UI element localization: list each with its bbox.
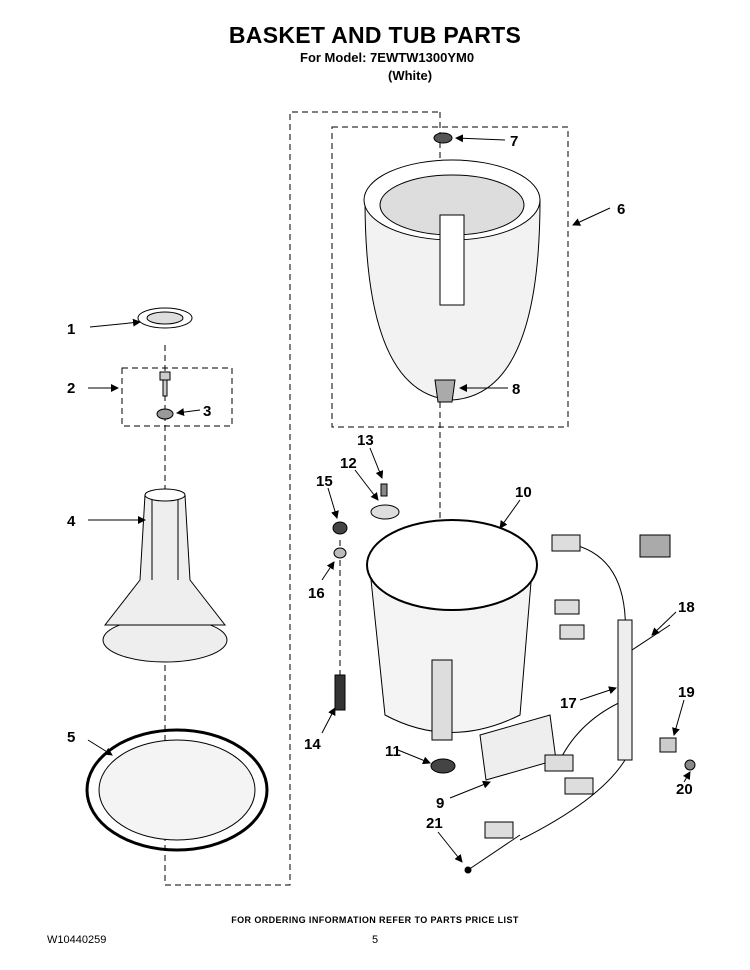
part-15-grommet <box>332 521 348 535</box>
callout-18: 18 <box>678 599 695 616</box>
part-11-seal <box>430 758 456 774</box>
part-12-bracket <box>370 504 400 520</box>
callout-21: 21 <box>426 815 443 832</box>
callout-6: 6 <box>617 201 625 218</box>
part-7-seal <box>433 132 453 144</box>
part-5-balance-ring <box>85 728 269 852</box>
model-number: For Model: 7EWTW1300YM0 <box>300 50 475 65</box>
part-13-screw <box>380 483 388 497</box>
page-number: 5 <box>372 934 379 946</box>
ordering-note: FOR ORDERING INFORMATION REFER TO PARTS … <box>231 915 519 925</box>
document-number: W10440259 <box>47 934 107 946</box>
callout-4: 4 <box>67 513 76 530</box>
callout-1: 1 <box>67 321 75 338</box>
hardware-group-box <box>121 367 233 427</box>
part-16-nozzle <box>333 547 347 559</box>
callout-14: 14 <box>304 736 321 753</box>
callout-2: 2 <box>67 380 75 397</box>
callout-11: 11 <box>385 743 401 760</box>
part-20-screw <box>684 759 696 771</box>
part-8-hub <box>434 379 456 403</box>
callout-15: 15 <box>316 473 333 490</box>
part-3-nut <box>156 408 174 420</box>
part-18-tube <box>631 624 671 651</box>
callout-16: 16 <box>308 585 325 602</box>
part-17-wire-harness <box>484 534 671 841</box>
part-19-clamp <box>659 737 677 753</box>
callout-17: 17 <box>560 695 577 712</box>
page-title: BASKET AND TUB PARTS <box>228 22 522 48</box>
model-color: (White) <box>388 68 433 83</box>
callout-5: 5 <box>67 729 75 746</box>
callout-labels: 1 2 3 4 5 6 7 8 9 10 11 12 13 14 15 16 1… <box>67 133 695 832</box>
callout-20: 20 <box>676 781 693 798</box>
callout-9: 9 <box>436 795 444 812</box>
part-10-outer-tub <box>366 519 538 741</box>
basket-group-box <box>331 126 569 428</box>
callout-3: 3 <box>203 403 211 420</box>
callout-12: 12 <box>340 455 357 472</box>
part-4-agitator <box>102 488 228 663</box>
callout-leaders <box>87 134 691 863</box>
part-14-pressure-hose <box>334 674 346 711</box>
part-1-agitator-cap <box>137 307 193 329</box>
callout-13: 13 <box>357 432 374 449</box>
part-2-bolt <box>159 371 171 397</box>
callout-10: 10 <box>515 484 532 501</box>
callout-7: 7 <box>510 133 518 150</box>
part-6-basket <box>363 159 541 401</box>
part-21-tie-wrap <box>464 834 521 874</box>
callout-19: 19 <box>678 684 695 701</box>
callout-8: 8 <box>512 381 520 398</box>
